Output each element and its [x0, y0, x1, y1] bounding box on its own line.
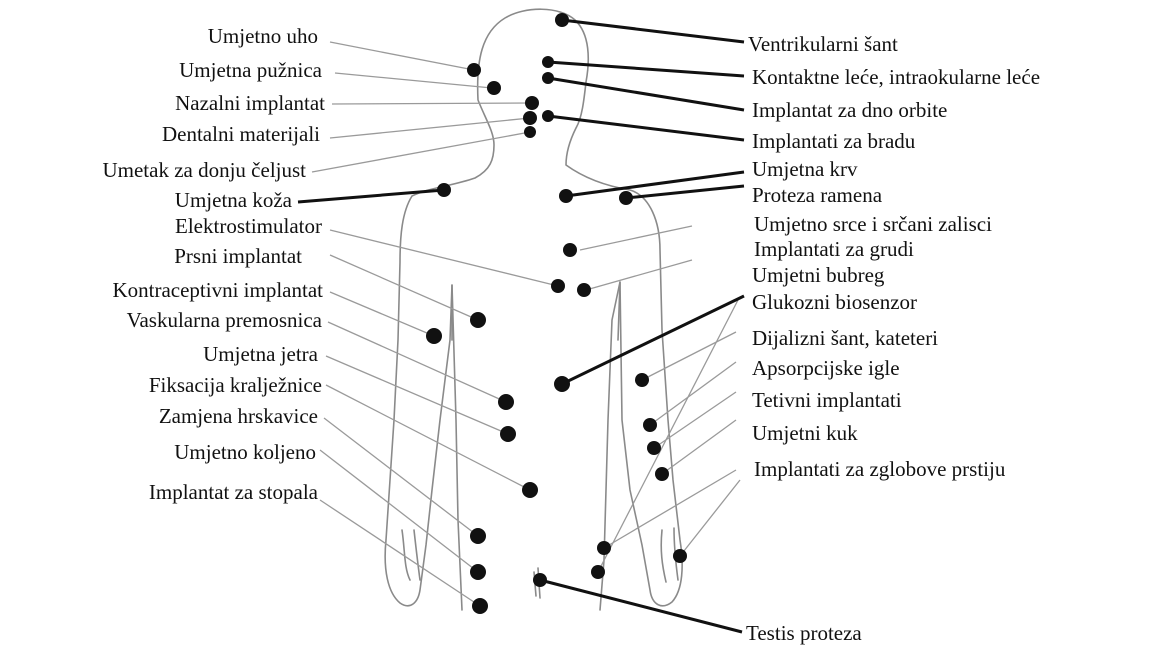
marker-ventricular-shunt [555, 13, 569, 27]
marker-contraceptive [426, 328, 442, 344]
label-dialysis-shunt: Dijalizni šant, kateteri [752, 326, 938, 350]
label-artificial-blood: Umjetna krv [752, 157, 858, 181]
label-cochlear-implant: Umjetna pužnica [179, 58, 323, 82]
label-contact-lenses: Kontaktne leće, intraokularne leće [752, 65, 1040, 89]
marker-knee [470, 564, 486, 580]
label-dental-materials: Dentalni materijali [162, 122, 320, 146]
label-artificial-skin: Umjetna koža [175, 188, 293, 212]
leader-lines [298, 20, 744, 632]
marker-heart [563, 243, 577, 257]
label-breast-implants: Implantati za grudi [754, 237, 914, 261]
label-artificial-kidney: Umjetni bubreg [752, 263, 885, 287]
marker-dialysis [635, 373, 649, 387]
marker-spine [522, 482, 538, 498]
marker-cochlea [487, 81, 501, 95]
label-nasal-implant: Nazalni implantat [175, 91, 325, 115]
marker-ear [467, 63, 481, 77]
label-foot-implant: Implantat za stopala [149, 480, 319, 504]
marker-skin [437, 183, 451, 197]
label-artificial-heart: Umjetno srce i srčani zalisci [754, 212, 992, 236]
marker-glucose [554, 376, 570, 392]
label-contraceptive-implant: Kontraceptivni implantat [112, 278, 323, 302]
marker-dental [523, 111, 537, 125]
marker-orbital-floor [542, 72, 554, 84]
marker-foot [472, 598, 488, 614]
marker-absorption [643, 418, 657, 432]
label-ventricular-shunt: Ventrikularni šant [748, 32, 898, 56]
label-absorption-needles: Apsorpcijske igle [752, 356, 900, 380]
label-shoulder-prosthesis: Proteza ramena [752, 183, 883, 207]
label-vascular-bypass: Vaskularna premosnica [127, 308, 323, 332]
label-cartilage-replacement: Zamjena hrskavice [159, 404, 318, 428]
label-electrostimulator: Elektrostimulator [175, 214, 322, 238]
marker-liver [500, 426, 516, 442]
marker-shoulder [619, 191, 633, 205]
label-artificial-knee: Umjetno koljeno [174, 440, 316, 464]
marker-kidney [597, 541, 611, 555]
marker-kidney-2 [591, 565, 605, 579]
label-artificial-liver: Umjetna jetra [203, 342, 319, 366]
marker-tendon [647, 441, 661, 455]
marker-testis [533, 573, 547, 587]
label-artificial-ear: Umjetno uho [208, 24, 318, 48]
marker-cartilage [470, 528, 486, 544]
label-finger-joint-implants: Implantati za zglobove prstiju [754, 457, 1006, 481]
label-testis-prosthesis: Testis proteza [746, 621, 862, 645]
label-artificial-hip: Umjetni kuk [752, 421, 858, 445]
marker-chin [542, 110, 554, 122]
marker-blood [559, 189, 573, 203]
label-orbital-floor-implant: Implantat za dno orbite [752, 98, 947, 122]
label-glucose-biosensor: Glukozni biosenzor [752, 290, 917, 314]
marker-pectoral [470, 312, 486, 328]
marker-electrostimulator [551, 279, 565, 293]
marker-hip [655, 467, 669, 481]
label-mandible-insert: Umetak za donju čeljust [102, 158, 306, 182]
marker-vascular [498, 394, 514, 410]
label-spinal-fixation: Fiksacija kralježnice [149, 373, 322, 397]
marker-nasal [525, 96, 539, 110]
label-chin-implants: Implantati za bradu [752, 129, 916, 153]
marker-breast [577, 283, 591, 297]
label-pectoral-implant: Prsni implantat [174, 244, 302, 268]
marker-finger-joint [673, 549, 687, 563]
left-labels: Umjetno uho Umjetna pužnica Nazalni impl… [102, 24, 325, 504]
marker-contact-lens [542, 56, 554, 68]
label-tendon-implants: Tetivni implantati [752, 388, 902, 412]
right-labels: Ventrikularni šant Kontaktne leće, intra… [746, 32, 1040, 645]
marker-mandible [524, 126, 536, 138]
